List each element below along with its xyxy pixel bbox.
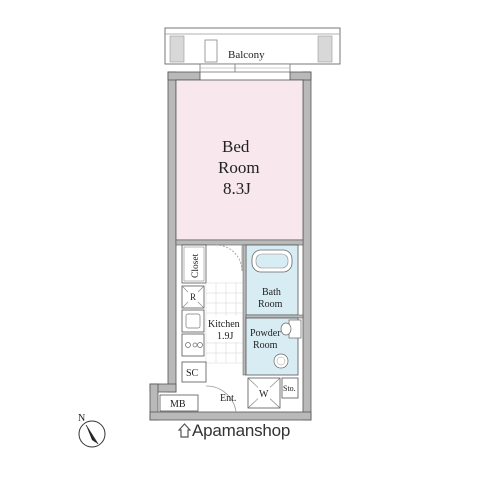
watermark: Apamanshop (178, 421, 290, 441)
closet-label: Closet (191, 253, 201, 278)
bedroom-label: Bed (222, 137, 250, 156)
bedroom-area: 8.3J (223, 179, 251, 198)
bedroom-label-2: Room (218, 158, 260, 177)
balcony: Balcony (164, 27, 341, 73)
interior-wall (175, 239, 304, 246)
meter-box-label: MB (170, 399, 186, 410)
kitchen-sink (181, 309, 205, 333)
bathroom-label: Bath (262, 287, 281, 298)
bedroom-door (215, 244, 243, 272)
shoe-cabinet-label: SC (186, 368, 199, 379)
kitchen-area: 1.9J (217, 331, 234, 342)
watermark-text: Apamanshop (192, 421, 291, 440)
refrigerator: R (181, 285, 205, 309)
compass-label: N (78, 413, 85, 424)
entrance-door (205, 385, 237, 413)
kitchen-label: Kitchen (208, 319, 240, 330)
meter-box: MB (159, 394, 199, 412)
powder-room-label-2: Room (253, 340, 278, 351)
refrigerator-label: R (190, 292, 196, 302)
washer-label: W (259, 389, 269, 400)
bathroom-label-2: Room (258, 299, 283, 310)
closet: Closet (181, 244, 207, 284)
storage: Sto. (281, 377, 299, 399)
powder-room-label: Powder (250, 328, 281, 339)
partition-wall-2 (245, 314, 304, 319)
washer-space: W (247, 377, 281, 409)
bedroom: Bed Room 8.3J (175, 79, 304, 241)
entrance-label: Ent. (220, 393, 236, 404)
partition-wall (242, 244, 247, 376)
shoe-cabinet: SC (181, 361, 207, 383)
stove (181, 333, 205, 357)
bathroom: Bath Room (245, 244, 299, 316)
apamanshop-logo-icon (178, 423, 191, 438)
powder-room: Powder Room (245, 317, 302, 376)
storage-label: Sto. (283, 384, 296, 393)
balcony-label: Balcony (228, 49, 265, 61)
kitchen: Kitchen 1.9J (205, 282, 247, 364)
compass: N (78, 413, 106, 448)
